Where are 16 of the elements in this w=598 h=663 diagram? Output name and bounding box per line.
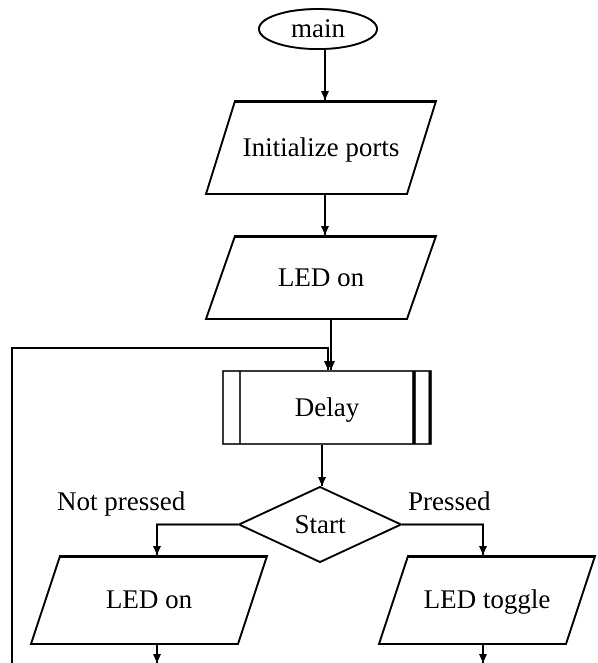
arrow <box>318 445 326 486</box>
arrow <box>402 524 487 555</box>
arrow <box>11 347 332 663</box>
node-label: LED on <box>104 583 194 616</box>
node-label: LED toggle <box>422 583 552 616</box>
node-label: Delay <box>294 390 360 424</box>
arrow <box>479 645 487 663</box>
node-label: LED on <box>276 260 366 294</box>
node-label: Initialize ports <box>242 130 400 164</box>
arrow <box>321 195 329 235</box>
arrow <box>153 645 161 663</box>
node-label: Start <box>294 508 346 541</box>
arrow <box>321 50 329 100</box>
arrow <box>153 524 238 555</box>
arrow <box>327 320 335 370</box>
node-label: main <box>291 12 345 46</box>
